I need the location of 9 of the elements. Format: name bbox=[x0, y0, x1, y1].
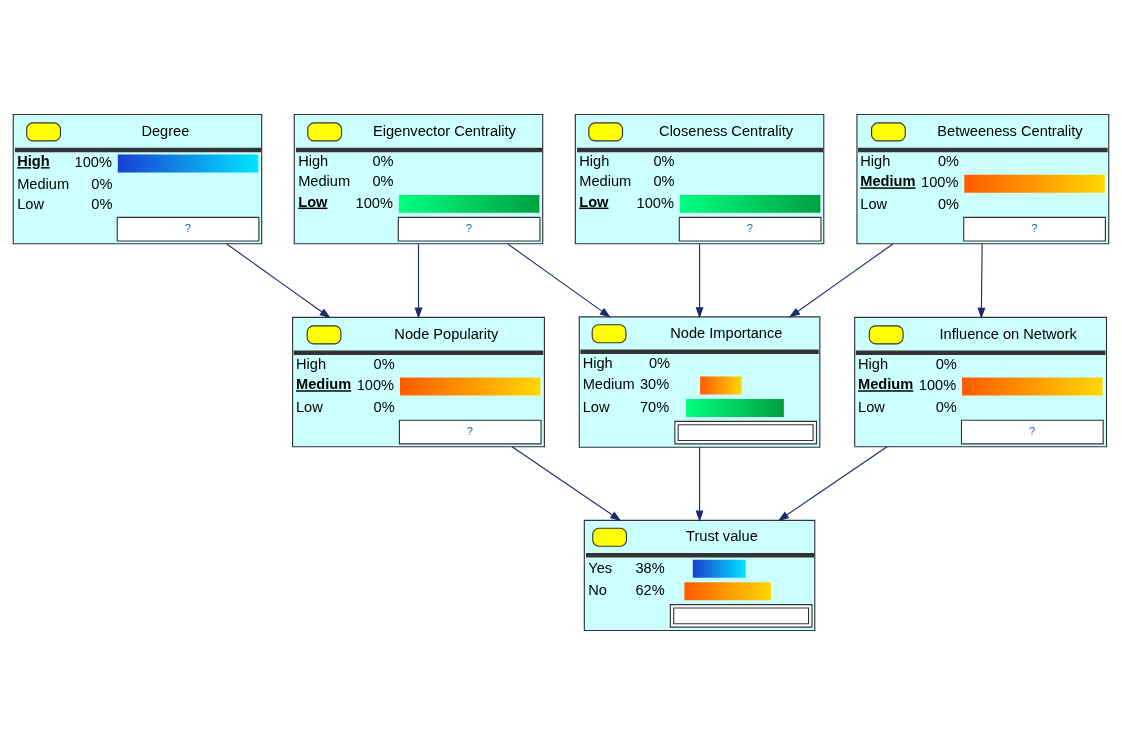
arrow bbox=[695, 446, 704, 522]
arrow bbox=[695, 243, 704, 318]
arrow bbox=[414, 243, 423, 319]
arrow bbox=[511, 445, 622, 521]
arrow bbox=[777, 445, 888, 521]
arrow bbox=[788, 242, 894, 318]
arrow bbox=[507, 242, 611, 318]
arrow bbox=[977, 243, 986, 319]
arrow bbox=[226, 242, 331, 318]
